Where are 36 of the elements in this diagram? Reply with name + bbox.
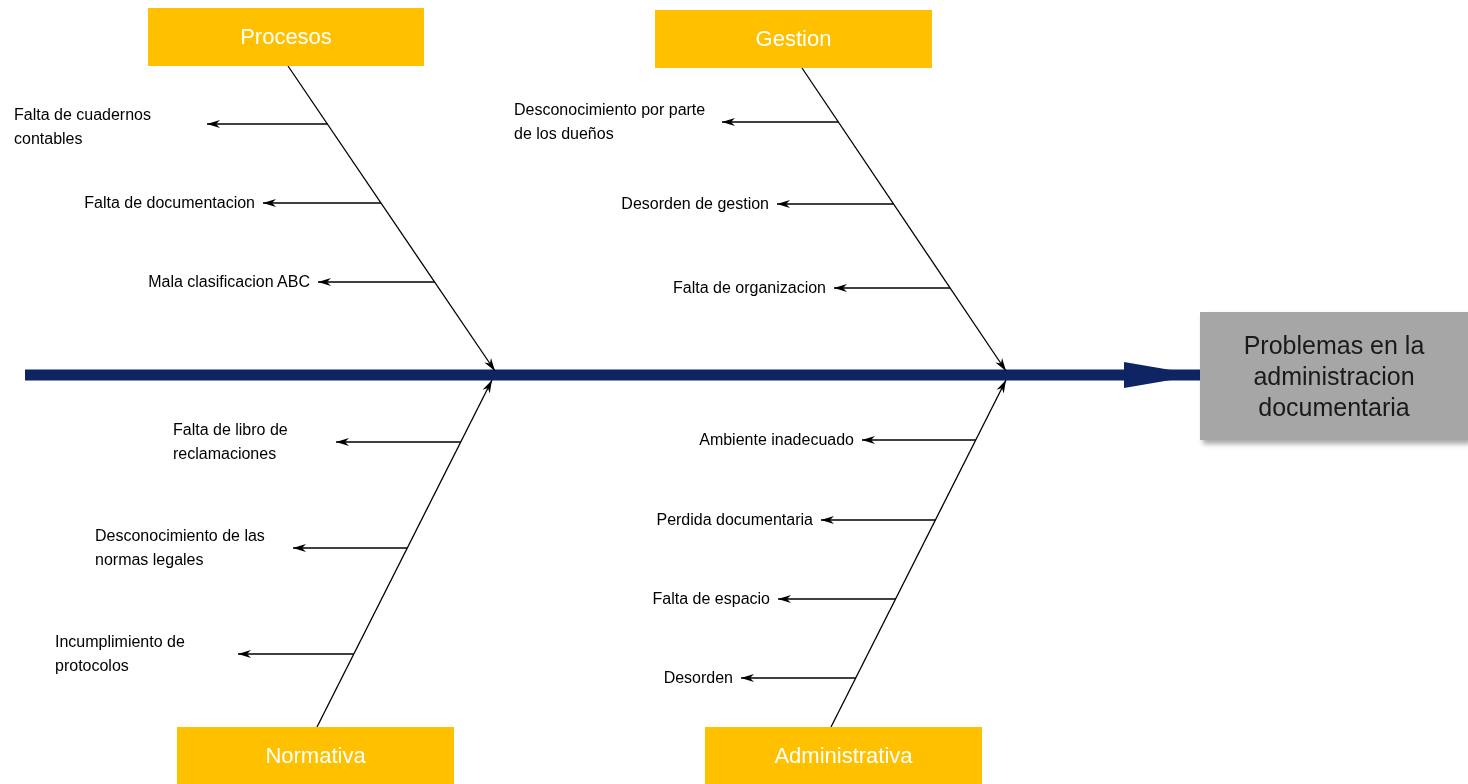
arrow: [237, 650, 355, 658]
category-box: Gestion: [655, 10, 932, 68]
effect-box: Problemas en la administracion documentaria: [1200, 312, 1468, 440]
arrow: [777, 595, 897, 603]
arrow: [740, 674, 857, 682]
arrow: [335, 438, 462, 446]
cause-text: Mala clasificacion ABC: [148, 270, 318, 294]
cause-text: Falta de libro de reclamaciones: [173, 418, 336, 466]
spine-arrow: [25, 362, 1200, 388]
bone-arrow: [316, 379, 493, 728]
arrow: [833, 284, 951, 292]
cause-text: Falta de espacio: [652, 587, 778, 611]
arrow: [820, 516, 937, 524]
arrow: [292, 544, 408, 552]
bone-arrow: [801, 67, 1007, 372]
arrow: [721, 118, 839, 126]
arrow: [861, 436, 977, 444]
arrow: [206, 120, 328, 128]
cause-text: Desorden: [663, 666, 741, 690]
cause-text: Desconocimiento de las normas legales: [95, 524, 293, 572]
cause-text: Falta de documentacion: [84, 191, 263, 215]
cause-text: Falta de organizacion: [673, 276, 834, 300]
arrow: [262, 199, 382, 207]
bone-arrow: [287, 65, 496, 372]
cause-text: Desorden de gestion: [621, 192, 777, 216]
cause-text: Incumplimiento de protocolos: [55, 630, 238, 678]
cause-text: Falta de cuadernos contables: [14, 103, 207, 151]
cause-text: Ambiente inadecuado: [699, 428, 862, 452]
category-box: Procesos: [148, 8, 424, 66]
arrow: [317, 278, 436, 286]
bone-arrow: [830, 379, 1007, 728]
arrow: [776, 200, 895, 208]
category-box: Normativa: [177, 727, 454, 784]
cause-text: Perdida documentaria: [656, 508, 821, 532]
cause-text: Desconocimiento por parte de los dueños: [514, 98, 722, 146]
category-box: Administrativa: [705, 727, 982, 784]
